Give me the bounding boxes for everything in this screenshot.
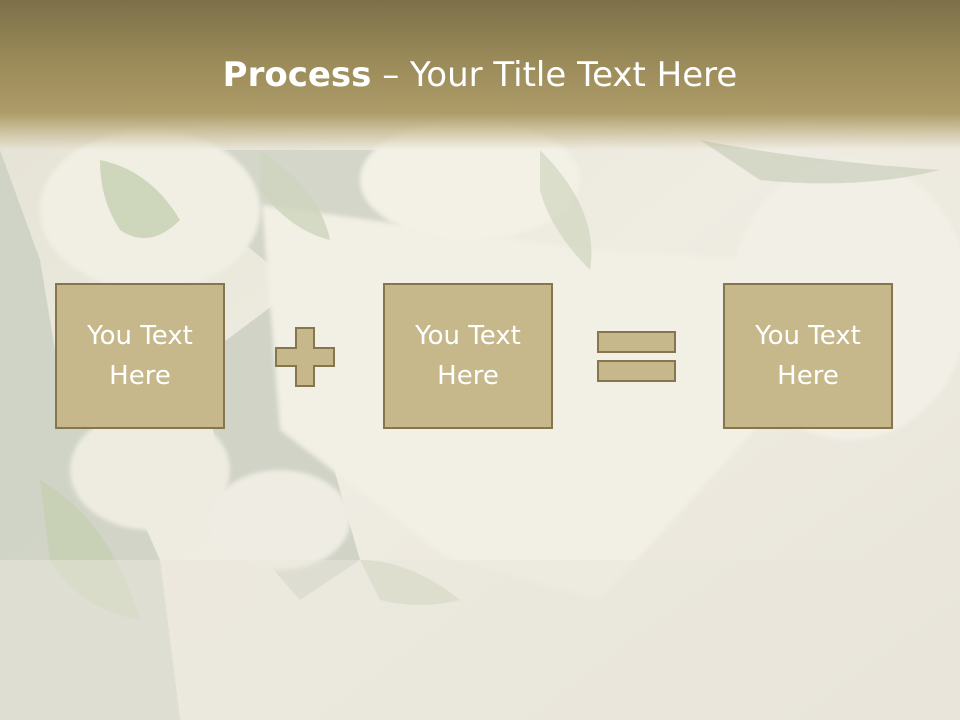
text-box-1: You Text Here [55, 283, 225, 429]
text-box-3-line1: You Text [755, 321, 861, 351]
text-box-2-line2: Here [437, 361, 499, 391]
text-box-3-line2: Here [777, 361, 839, 391]
title-rest: Your Title Text Here [410, 55, 738, 95]
title-bar [0, 0, 960, 150]
text-box-2: You Text Here [383, 283, 553, 429]
equals-icon [597, 331, 676, 382]
text-box-1-line1: You Text [87, 321, 193, 351]
title-bold-part: Process [222, 55, 372, 95]
text-box-2-line1: You Text [415, 321, 521, 351]
text-box-3: You Text Here [723, 283, 893, 429]
text-box-1-line2: Here [109, 361, 171, 391]
title-separator: – [371, 55, 411, 95]
plus-icon [275, 327, 335, 387]
slide-title: Process – Your Title Text Here [0, 52, 960, 98]
